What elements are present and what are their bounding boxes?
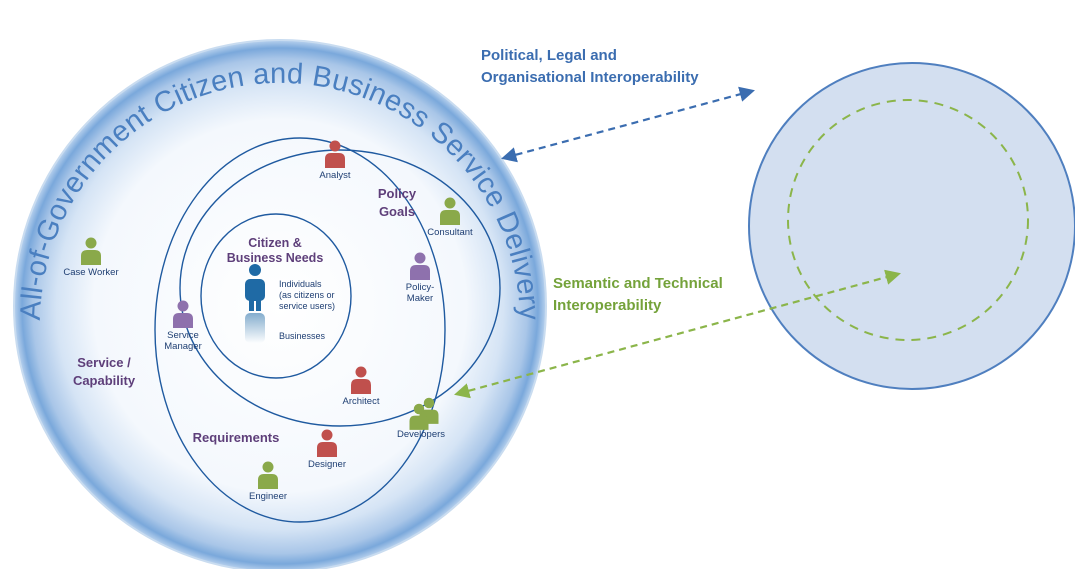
individuals-line2: (as citizens or	[279, 290, 335, 300]
person-icon	[410, 252, 430, 280]
person-icon	[173, 300, 193, 328]
policy-goals-label-line1: Policy	[378, 186, 417, 201]
person-label-policy-maker-1: Policy-	[406, 282, 435, 293]
person-label-case-worker: Case Worker	[63, 267, 118, 278]
person-consultant: Consultant	[427, 197, 473, 238]
semantic-line1: Semantic and Technical	[553, 275, 723, 292]
person-case-worker: Case Worker	[63, 237, 119, 278]
core-title-line1: Citizen &	[248, 236, 301, 250]
person-icon	[258, 461, 278, 489]
outer-service-delivery-disc	[14, 40, 546, 569]
people-icon	[409, 397, 439, 430]
policy-goals-label-line2: Goals	[379, 204, 415, 219]
semantic-line2: Interoperability	[553, 297, 662, 314]
person-icon	[440, 197, 460, 225]
political-line2: Organisational Interoperability	[481, 69, 699, 86]
person-developers: Developers	[397, 397, 445, 440]
businesses-label: Businesses	[279, 331, 326, 341]
person-label-analyst: Analyst	[319, 170, 351, 181]
person-icon	[317, 429, 337, 457]
person-label-policy-maker-2: Maker	[407, 293, 433, 304]
person-label-architect: Architect	[343, 396, 380, 407]
person-architect: Architect	[343, 366, 380, 407]
political-line1: Political, Legal and	[481, 47, 617, 64]
person-label-developers: Developers	[397, 429, 445, 440]
political-arrow	[501, 86, 755, 163]
person-label-consultant: Consultant	[427, 227, 473, 238]
person-label-service-manager-1: Service	[167, 330, 199, 341]
individuals-line3: service users)	[279, 301, 335, 311]
person-label-engineer: Engineer	[249, 491, 287, 502]
person-label-service-manager-2: Manager	[164, 341, 202, 352]
political-interoperability-label: Political, Legal and Organisational Inte…	[481, 45, 699, 89]
person-label-designer: Designer	[308, 459, 346, 470]
individuals-line1: Individuals	[279, 279, 322, 289]
service-capability-label-line1: Service /	[77, 355, 131, 370]
person-engineer: Engineer	[249, 461, 287, 502]
person-analyst: Analyst	[319, 140, 351, 181]
core-title-line2: Business Needs	[227, 251, 324, 265]
person-icon	[351, 366, 371, 394]
requirements-boundary	[154, 137, 446, 523]
inner-dashed-circle	[787, 99, 1029, 341]
semantic-interoperability-label: Semantic and Technical Interoperability	[553, 273, 723, 317]
semantic-arrow	[454, 269, 901, 399]
person-icon	[325, 140, 345, 168]
service-capability-label-line2: Capability	[73, 373, 136, 388]
person-designer: Designer	[308, 429, 346, 470]
person-policy-maker: Policy-Maker	[406, 252, 435, 304]
requirements-label: Requirements	[193, 430, 280, 445]
person-icon	[81, 237, 101, 265]
citizen-person-icon	[245, 264, 265, 311]
core-boundary	[200, 213, 352, 379]
business-reflection-icon	[245, 313, 265, 343]
